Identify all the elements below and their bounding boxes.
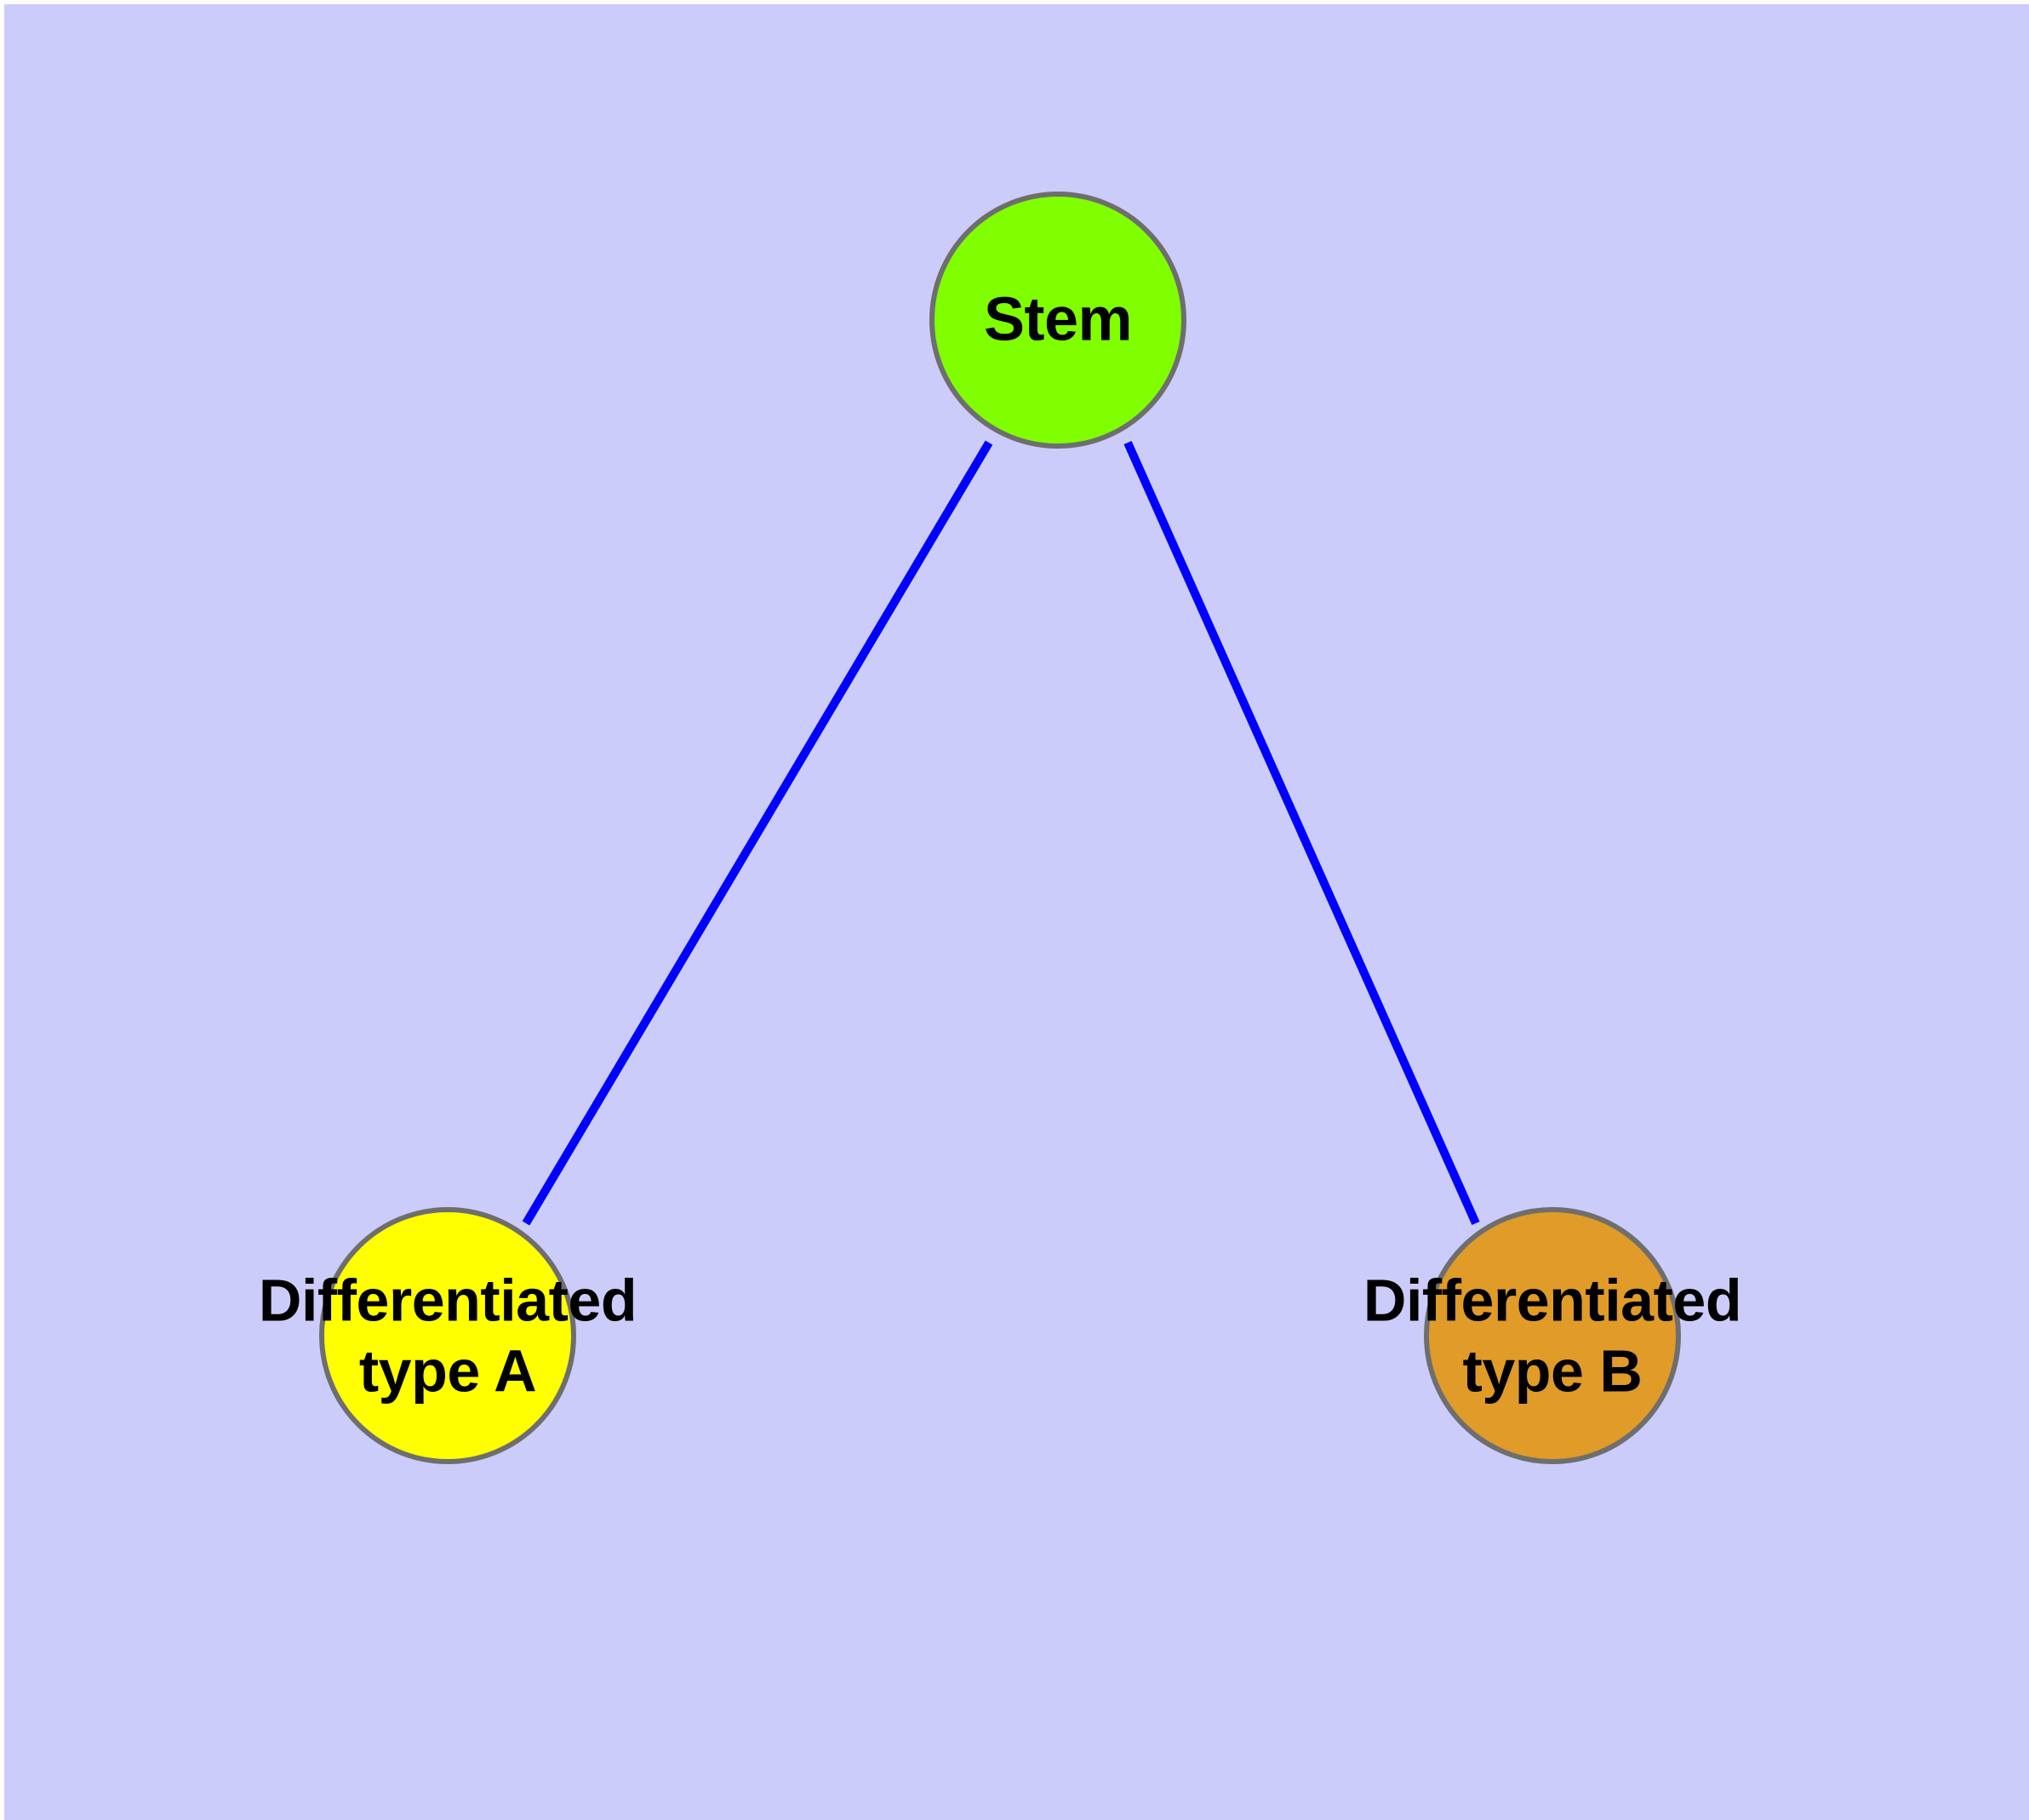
node-circle-diff_a[interactable] xyxy=(319,1207,576,1464)
graph-edges-layer xyxy=(522,440,1480,1226)
graph-edge[interactable] xyxy=(522,440,993,1226)
graph-node-diff_a[interactable]: Differentiated type A xyxy=(259,1207,637,1464)
graph-node-stem[interactable]: Stem xyxy=(929,192,1186,449)
graph-node-diff_b[interactable]: Differentiated type B xyxy=(1363,1207,1742,1464)
graph-edge[interactable] xyxy=(1123,440,1480,1226)
node-circle-diff_b[interactable] xyxy=(1424,1207,1681,1464)
node-circle-stem[interactable] xyxy=(929,192,1186,449)
